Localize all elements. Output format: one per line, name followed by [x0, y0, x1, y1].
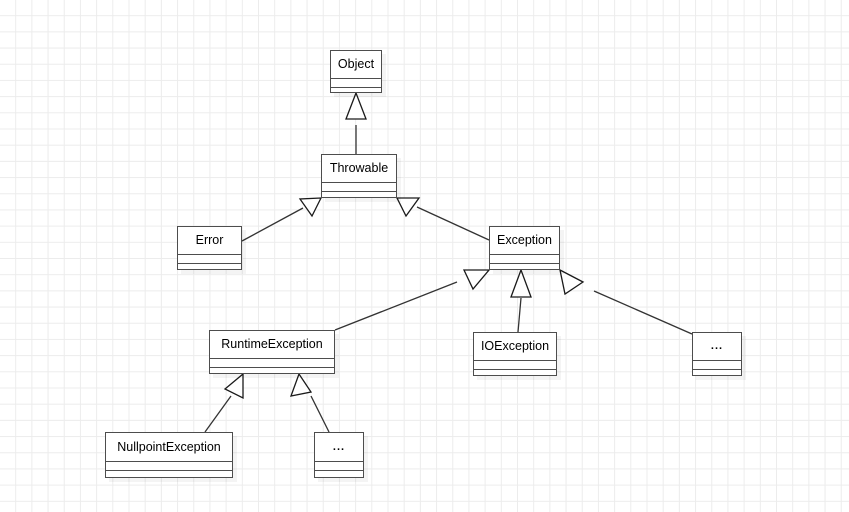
class-name-throwable: Throwable — [322, 155, 396, 183]
class-operations-object — [331, 88, 381, 92]
class-operations-ioexception — [474, 370, 556, 375]
edge-throwable-object — [345, 91, 367, 154]
edge-exception-throwable — [395, 197, 490, 241]
class-attributes-nullpointexception — [106, 462, 232, 471]
class-operations-error — [178, 264, 241, 269]
class-name-nullpointexception: NullpointException — [106, 433, 232, 462]
class-name-runtimeexception: RuntimeException — [210, 331, 334, 359]
class-box-other-exception[interactable]: ... — [692, 332, 742, 376]
class-name-other-runtime: ... — [315, 433, 363, 462]
class-name-exception: Exception — [490, 227, 559, 255]
class-attributes-throwable — [322, 183, 396, 192]
class-attributes-error — [178, 255, 241, 264]
class-attributes-runtimeexception — [210, 359, 334, 368]
edge-other-runtime-runtimeexception — [289, 372, 330, 433]
class-name-ioexception: IOException — [474, 333, 556, 361]
class-operations-nullpointexception — [106, 471, 232, 477]
class-attributes-other-runtime — [315, 462, 363, 471]
edge-runtimeexception-exception — [334, 269, 491, 331]
class-operations-throwable — [322, 192, 396, 197]
edge-nullpoint-runtimeexception — [204, 372, 244, 433]
class-box-throwable[interactable]: Throwable — [321, 154, 397, 198]
class-attributes-object — [331, 79, 381, 88]
class-name-error: Error — [178, 227, 241, 255]
class-operations-other-runtime — [315, 471, 363, 477]
class-box-exception[interactable]: Exception — [489, 226, 560, 270]
class-operations-exception — [490, 264, 559, 269]
class-box-ioexception[interactable]: IOException — [473, 332, 557, 376]
class-name-other-exception: ... — [693, 333, 741, 361]
class-attributes-ioexception — [474, 361, 556, 370]
class-attributes-exception — [490, 255, 559, 264]
class-box-nullpointexception[interactable]: NullpointException — [105, 432, 233, 478]
edge-other-exception-exception — [559, 268, 693, 335]
class-box-object[interactable]: Object — [330, 50, 382, 93]
class-name-object: Object — [331, 51, 381, 79]
class-box-error[interactable]: Error — [177, 226, 242, 270]
class-operations-runtimeexception — [210, 368, 334, 373]
class-box-other-runtime[interactable]: ... — [314, 432, 364, 478]
class-attributes-other-exception — [693, 361, 741, 370]
class-box-runtimeexception[interactable]: RuntimeException — [209, 330, 335, 374]
class-operations-other-exception — [693, 370, 741, 375]
edge-ioexception-exception — [510, 268, 532, 333]
edge-error-throwable — [241, 197, 323, 242]
